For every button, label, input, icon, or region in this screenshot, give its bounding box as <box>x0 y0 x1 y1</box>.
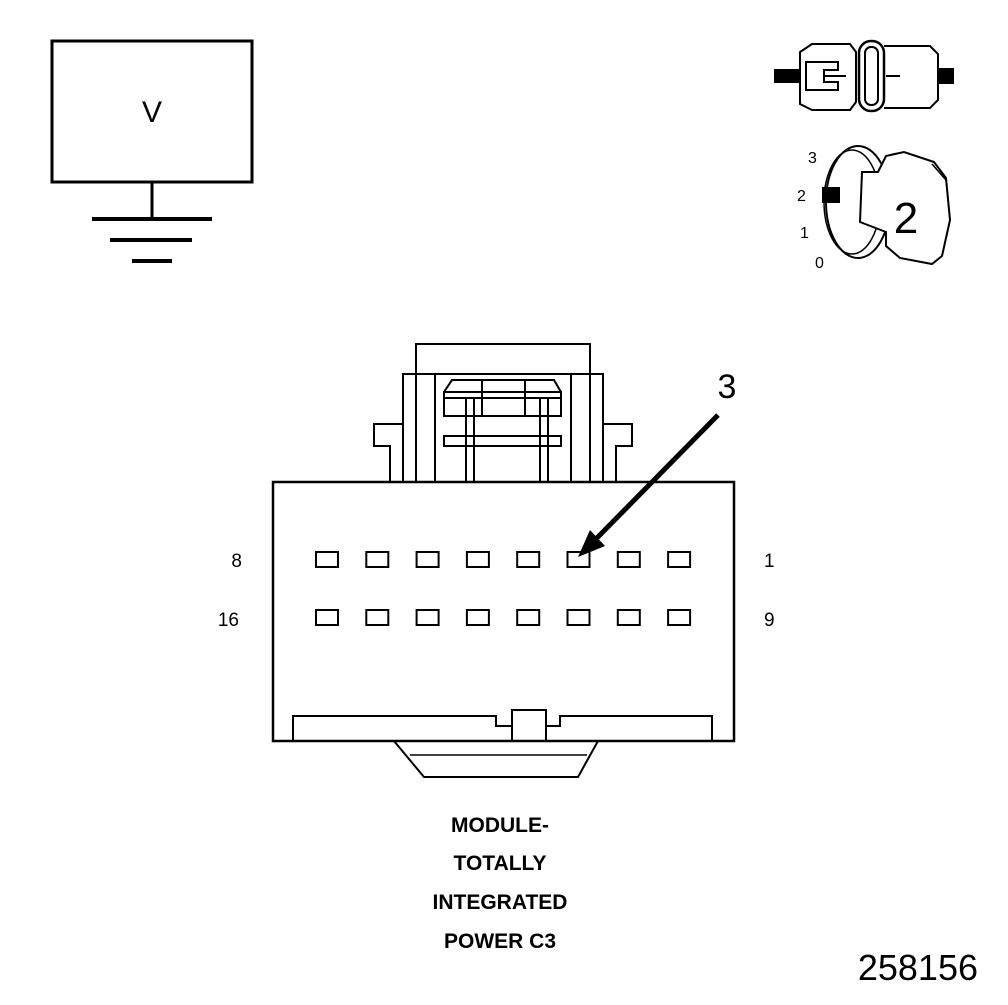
pin-cavities <box>315 551 692 626</box>
caption-line-2: TOTALLY <box>454 852 547 875</box>
connector-body <box>271 480 736 743</box>
ignition-position-3: 3 <box>808 150 817 167</box>
pin-cavity-11 <box>566 609 591 626</box>
caption-line-1: MODULE- <box>451 814 549 837</box>
pin-cavity-8 <box>315 551 339 568</box>
voltmeter-icon: V <box>50 39 254 263</box>
ignition-switch-icon: 3 2 1 0 2 <box>797 145 952 272</box>
connector-caption: MODULE- TOTALLY INTEGRATED POWER C3 <box>433 814 568 953</box>
pin-cavity-13 <box>465 609 490 626</box>
pin-cavity-15 <box>365 609 390 626</box>
pin-label-1: 1 <box>764 551 775 572</box>
ignition-step-label: 2 <box>894 194 918 243</box>
pin-cavity-7 <box>365 551 390 568</box>
connector-housing <box>271 343 736 778</box>
voltmeter-symbol: V <box>142 96 162 129</box>
pin-cavity-10 <box>616 609 641 626</box>
figure-number: 258156 <box>858 947 978 988</box>
pin-label-9: 9 <box>764 610 775 631</box>
pin-cavity-4 <box>516 551 541 568</box>
callout-label: 3 <box>718 368 737 406</box>
pin-cavity-5 <box>465 551 490 568</box>
pin-cavity-12 <box>516 609 541 626</box>
caption-line-4: POWER C3 <box>444 930 556 953</box>
pin-label-16: 16 <box>218 610 239 631</box>
pin-cavity-14 <box>415 609 440 626</box>
ignition-position-0: 0 <box>815 255 824 272</box>
pin-label-8: 8 <box>231 551 242 572</box>
ignition-position-2: 2 <box>797 188 806 205</box>
caption-line-3: INTEGRATED <box>433 891 568 914</box>
pin-cavity-1 <box>667 551 692 568</box>
ignition-position-1: 1 <box>800 225 809 242</box>
pin-cavity-6 <box>415 551 440 568</box>
pin-callout-arrow: 3 <box>578 368 736 557</box>
pin-cavity-2 <box>616 551 641 568</box>
disconnected-connector-icon <box>774 39 954 113</box>
ignition-selected-marker <box>822 187 840 203</box>
pin-cavity-9 <box>667 609 692 626</box>
pin-cavity-16 <box>315 609 339 626</box>
ground-icon <box>92 217 212 263</box>
pin-cavity-3 <box>566 551 591 568</box>
